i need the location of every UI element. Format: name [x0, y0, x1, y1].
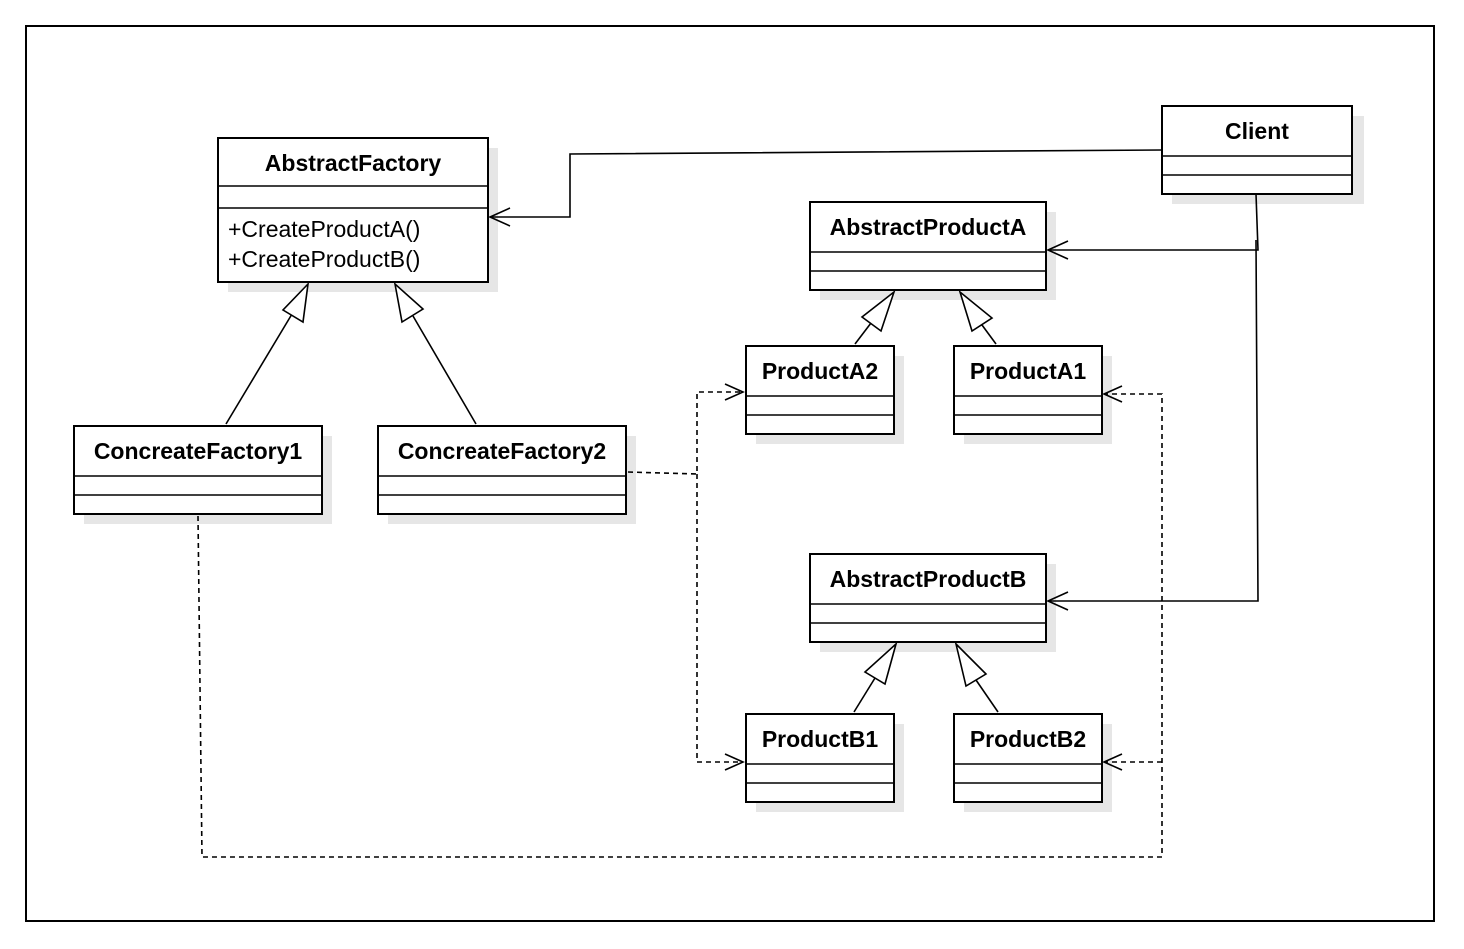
class-name: Client: [1225, 118, 1289, 144]
class-name: AbstractProductB: [830, 566, 1027, 592]
class-product-a1[interactable]: ProductA1: [953, 345, 1112, 444]
generalization-concreate-factory1-abstract-factory: [225, 281, 310, 425]
class-name: AbstractProductA: [830, 214, 1027, 240]
generalization-product-b2-abstract-product-b: [954, 641, 999, 713]
class-name: ConcreateFactory1: [94, 438, 303, 464]
association-client-abstract-product-a: [1046, 193, 1259, 260]
generalization-product-a2-abstract-product-a: [854, 289, 896, 345]
class-name: ProductA2: [762, 358, 878, 384]
association-client-abstract-factory: [488, 149, 1163, 227]
class-name: ConcreateFactory2: [398, 438, 606, 464]
dependency-concreate-factory1-product-a1: [197, 385, 1163, 858]
class-name: ProductB1: [762, 726, 879, 752]
class-abstract-factory[interactable]: AbstractFactory +CreateProductA() +Creat…: [217, 137, 498, 292]
generalization-product-a1-abstract-product-a: [958, 289, 997, 345]
generalization-product-b1-abstract-product-b: [853, 641, 898, 713]
class-concreate-factory2[interactable]: ConcreateFactory2: [377, 425, 636, 524]
class-product-b1[interactable]: ProductB1: [745, 713, 904, 812]
class-client[interactable]: Client: [1161, 105, 1364, 204]
class-abstract-product-a[interactable]: AbstractProductA: [809, 201, 1056, 300]
class-product-b2[interactable]: ProductB2: [953, 713, 1112, 812]
operation-create-product-b: +CreateProductB(): [228, 246, 420, 272]
class-abstract-product-b[interactable]: AbstractProductB: [809, 553, 1056, 652]
dependency-concreate-factory1-product-b2: [1102, 753, 1162, 771]
class-concreate-factory1[interactable]: ConcreateFactory1: [73, 425, 332, 524]
dependency-concreate-factory2-product-b1: [696, 474, 745, 771]
association-client-abstract-product-b: [1046, 239, 1259, 611]
class-name: ProductB2: [970, 726, 1086, 752]
diagram-frame: [25, 25, 1435, 922]
dependency-concreate-factory2-product-a2: [627, 383, 745, 475]
generalization-concreate-factory2-abstract-factory: [393, 281, 477, 425]
operation-create-product-a: +CreateProductA(): [228, 216, 420, 242]
class-name: ProductA1: [970, 358, 1087, 384]
class-name: AbstractFactory: [265, 150, 442, 176]
class-product-a2[interactable]: ProductA2: [745, 345, 904, 444]
